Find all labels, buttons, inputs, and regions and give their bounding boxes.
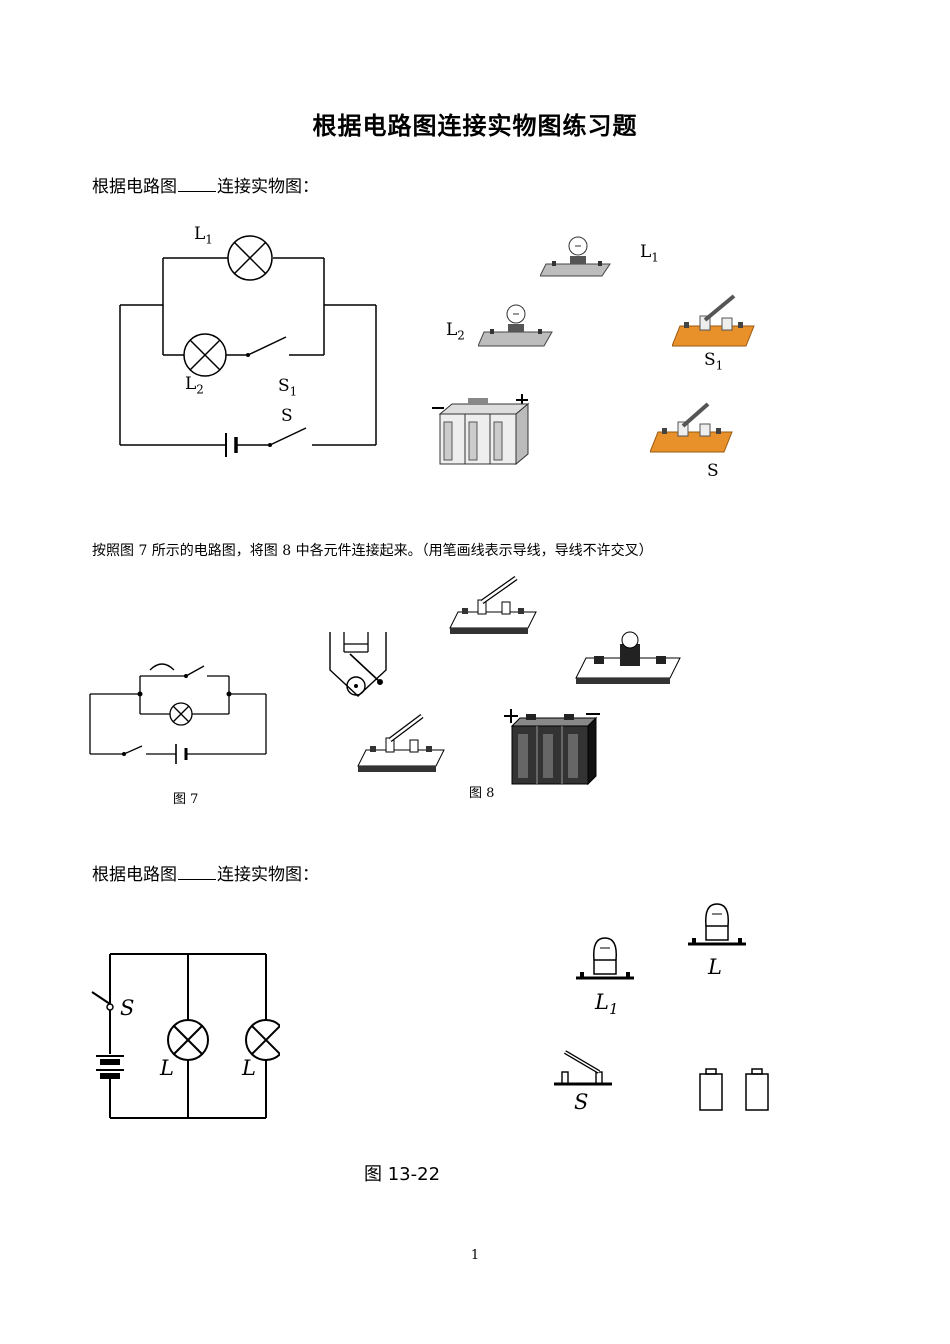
q3-figure-caption: 图 13-22: [364, 1164, 441, 1185]
q3-component-label-l1: L1: [595, 990, 619, 1019]
switch-s1-component[interactable]: [672, 294, 756, 352]
bulb-l2-component[interactable]: [478, 302, 558, 352]
fig7-caption: 图 7: [173, 792, 199, 807]
label-component-l2: L2: [446, 320, 465, 343]
q3-component-label-s: S: [574, 1090, 589, 1114]
question-2-instruction: 按照图 7 所示的电路图，将图 8 中各元件连接起来。（用笔画线表示导线，导线不…: [92, 543, 653, 559]
page-title: 根据电路图连接实物图练习题: [312, 111, 638, 140]
label-component-s: S: [707, 461, 719, 481]
q3-circuit-diagram: [91, 953, 280, 1119]
fig8-switch-bottom[interactable]: [356, 710, 448, 776]
q3-label-s: S: [120, 996, 135, 1020]
fig7-circuit-diagram: [89, 663, 267, 764]
q3-label-l-second: L: [242, 1056, 256, 1080]
question-3-text-before: 根据电路图: [92, 865, 177, 885]
label-component-l1: L1: [640, 242, 659, 265]
bulb-l1-component[interactable]: [540, 234, 620, 284]
question-3-prompt: 根据电路图 连接实物图：: [92, 860, 319, 885]
switch-s-component[interactable]: [650, 400, 734, 458]
q3-bulb-l[interactable]: [686, 900, 748, 950]
answer-blank[interactable]: [178, 865, 216, 880]
label-component-s1: S1: [704, 350, 724, 373]
label-s: S: [281, 406, 293, 426]
question-1-prompt: 根据电路图 连接实物图：: [92, 172, 319, 197]
question-3-text-after: 连接实物图：: [217, 865, 319, 885]
fig8-switch-top[interactable]: [448, 572, 540, 638]
q3-label-l-first: L: [160, 1056, 174, 1080]
question-1-text-after: 连接实物图：: [217, 177, 319, 197]
q3-battery-cells[interactable]: [692, 1066, 776, 1114]
label-l2: L2: [185, 374, 204, 397]
bell-component[interactable]: [326, 626, 392, 700]
fig8-bulb-component[interactable]: [574, 630, 682, 688]
fig8-caption: 图 8: [469, 786, 495, 801]
q3-switch-s[interactable]: [552, 1044, 614, 1090]
label-l1: L1: [194, 224, 213, 247]
battery-pack-component[interactable]: [430, 392, 534, 470]
q3-bulb-l1[interactable]: [574, 934, 636, 984]
answer-blank[interactable]: [178, 177, 216, 192]
question-1-text-before: 根据电路图: [92, 177, 177, 197]
fig8-battery-component[interactable]: [500, 704, 606, 788]
q3-component-label-l: L: [708, 955, 722, 979]
label-s1: S1: [278, 376, 298, 399]
q1-circuit-diagram: [119, 235, 377, 457]
page-number: 1: [470, 1248, 480, 1263]
